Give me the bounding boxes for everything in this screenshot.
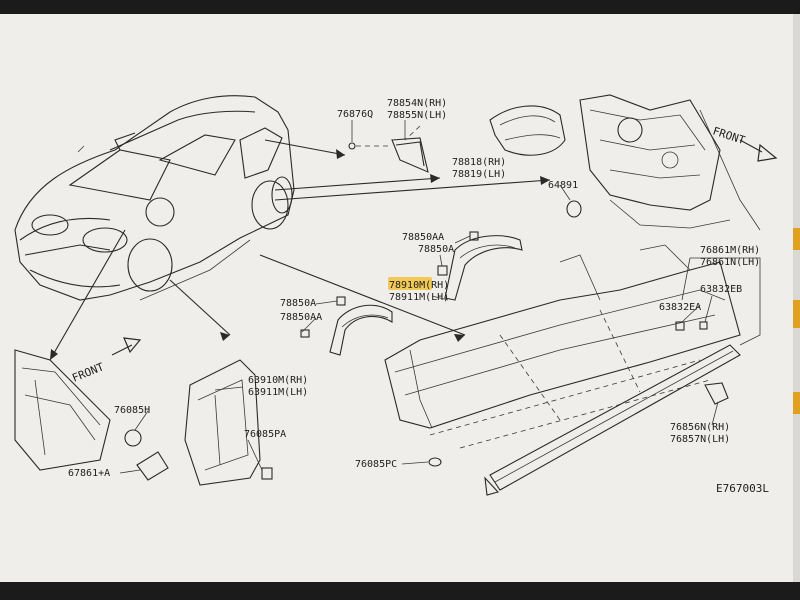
leader-arrows	[49, 139, 551, 361]
label-78850aa-mid: 78850AA	[280, 312, 322, 323]
label-78818: 78818(RH)	[452, 157, 506, 168]
label-76085h: 76085H	[114, 405, 150, 416]
body-section-top-right	[579, 94, 778, 231]
label-78850a-top: 78850A	[418, 244, 454, 255]
label-76861m: 76861M(RH)	[700, 245, 760, 256]
label-78850aa-top: 78850AA	[402, 232, 444, 243]
label-76876q: 76876Q	[337, 109, 373, 120]
label-78819: 78819(LH)	[452, 169, 506, 180]
screen-edge-tab	[793, 300, 800, 328]
front-pillar-section	[184, 359, 273, 486]
label-78854n: 78854N(RH)	[387, 98, 447, 109]
label-76857n: 76857N(LH)	[670, 434, 730, 445]
front-arrow-left	[111, 337, 142, 356]
screen-edge-tab	[793, 392, 800, 414]
part-group-top-center	[348, 105, 582, 218]
wheel-arch-protectors	[300, 231, 523, 356]
label-78855n: 78855N(LH)	[387, 110, 447, 121]
a-pillar-inner-section	[14, 349, 169, 481]
label-63911m: 63911M(LH)	[248, 387, 308, 398]
label-63832eb: 63832EB	[700, 284, 742, 295]
label-67861a: 67861+A	[68, 468, 110, 479]
highlight-marker	[388, 277, 432, 290]
car-illustration	[14, 95, 295, 301]
label-76085pc: 76085PC	[355, 459, 397, 470]
label-leader-lines	[119, 120, 761, 474]
label-76861n: 76861N(LH)	[700, 257, 760, 268]
diagram-code: E767003L	[716, 482, 769, 495]
label-78910m: 78910M(RH)	[389, 280, 449, 291]
side-sill-assembly	[384, 244, 741, 496]
screen-bezel-bottom	[0, 582, 800, 600]
label-76085pa: 76085PA	[244, 429, 286, 440]
label-63910m: 63910M(RH)	[248, 375, 308, 386]
label-63832ea: 63832EA	[659, 302, 701, 313]
paper-background	[0, 14, 793, 582]
label-78850a-mid: 78850A	[280, 298, 316, 309]
label-78911m: 78911M(LH)	[389, 292, 449, 303]
screen-bezel-top	[0, 0, 800, 14]
screen-edge-tab	[793, 228, 800, 250]
label-64891: 64891	[548, 180, 578, 191]
label-76856n: 76856N(RH)	[670, 422, 730, 433]
